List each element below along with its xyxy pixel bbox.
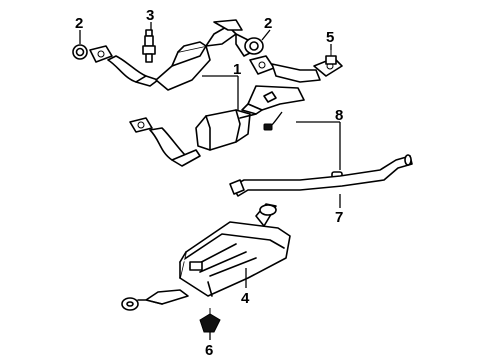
callout-3: 3 [146, 7, 154, 24]
catalytic-converter-upper[interactable] [155, 19, 253, 91]
callout-7: 7 [335, 209, 343, 226]
catalytic-converter-lower[interactable] [195, 109, 257, 151]
callout-8: 8 [335, 107, 343, 124]
callout-5: 5 [326, 29, 334, 46]
gasket-right[interactable] [244, 37, 264, 55]
leader-lines [79, 22, 341, 340]
oxygen-sensor[interactable] [142, 29, 156, 63]
muffler-hanger[interactable] [199, 308, 221, 333]
callout-6: 6 [205, 342, 213, 359]
front-pipe-lower[interactable] [129, 117, 201, 167]
callout-2-right: 2 [264, 15, 272, 32]
front-pipe-left[interactable] [89, 45, 159, 87]
exhaust-stud[interactable] [325, 50, 337, 65]
intermediate-pipe[interactable] [229, 154, 413, 197]
muffler[interactable] [121, 203, 291, 311]
callout-4: 4 [241, 290, 250, 307]
gasket-left[interactable] [72, 44, 88, 60]
y-pipe[interactable] [241, 85, 305, 115]
callout-2-left: 2 [75, 15, 83, 32]
callout-1: 1 [233, 61, 241, 78]
